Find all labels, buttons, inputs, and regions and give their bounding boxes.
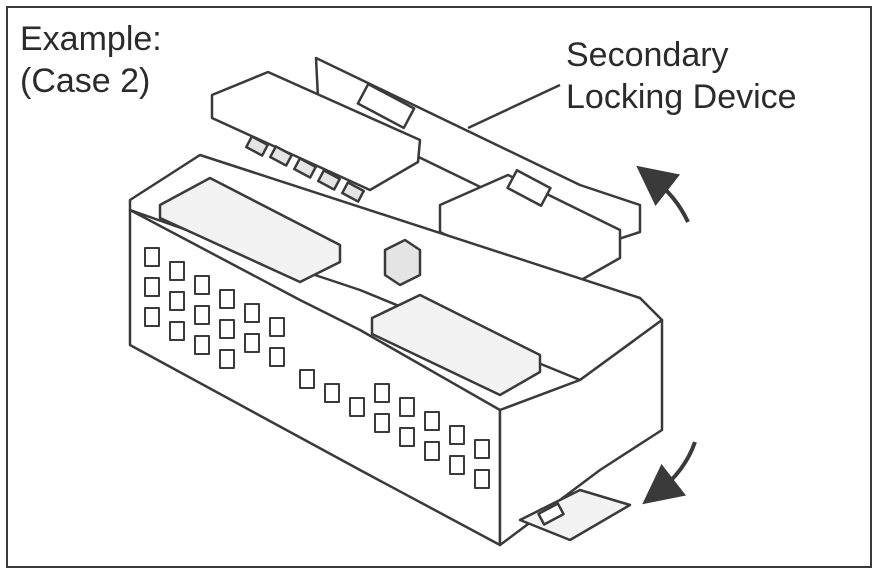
terminal-cavity [399, 397, 415, 417]
terminal-cavity [144, 247, 160, 267]
rib [316, 169, 342, 191]
rotate-down-arrow-icon [642, 441, 697, 505]
terminal-cavity [299, 369, 315, 389]
terminal-cavity [374, 413, 390, 433]
top-pocket-right [370, 293, 542, 397]
bottom-release-tab [518, 488, 632, 542]
terminal-cavity [269, 317, 285, 337]
leader-line [467, 83, 561, 130]
terminal-cavity [449, 425, 465, 445]
terminal-cavity [449, 455, 465, 475]
rib [340, 181, 366, 203]
locking-slot-2 [506, 169, 552, 207]
terminal-cavity [474, 469, 490, 489]
terminal-cavity [424, 411, 440, 431]
connector-side-face [498, 318, 664, 547]
secondary-locking-device-label-line2: Locking Device [566, 78, 797, 116]
terminal-cavity [244, 333, 260, 353]
secondary-locking-device-label-line1: Secondary [566, 36, 729, 74]
terminal-cavity [194, 275, 210, 295]
terminal-cavity [374, 383, 390, 403]
rotate-up-arrow-icon [636, 165, 690, 223]
terminal-cavity [349, 397, 365, 417]
example-label: Example: [20, 20, 162, 58]
top-pocket-left [158, 176, 342, 284]
terminal-cavity [219, 349, 235, 369]
terminal-cavity [244, 303, 260, 323]
center-lock-post [383, 238, 422, 287]
terminal-cavity [169, 321, 185, 341]
terminal-cavity [219, 319, 235, 339]
rib [268, 145, 294, 167]
terminal-cavity [169, 261, 185, 281]
case-label: (Case 2) [20, 62, 151, 100]
terminal-cavity [169, 291, 185, 311]
terminal-cavity [144, 307, 160, 327]
terminal-cavity [269, 347, 285, 367]
terminal-cavity [219, 289, 235, 309]
rib [292, 157, 318, 179]
terminal-cavity [194, 335, 210, 355]
locking-device-top-plate-left [210, 70, 422, 192]
terminal-cavity [194, 305, 210, 325]
terminal-cavity [399, 427, 415, 447]
tab-slot [537, 502, 565, 526]
terminal-cavity [474, 439, 490, 459]
terminal-cavity [324, 383, 340, 403]
terminal-cavity [424, 441, 440, 461]
rib [244, 135, 270, 157]
locking-slot-1 [356, 82, 416, 130]
terminal-cavity [144, 277, 160, 297]
